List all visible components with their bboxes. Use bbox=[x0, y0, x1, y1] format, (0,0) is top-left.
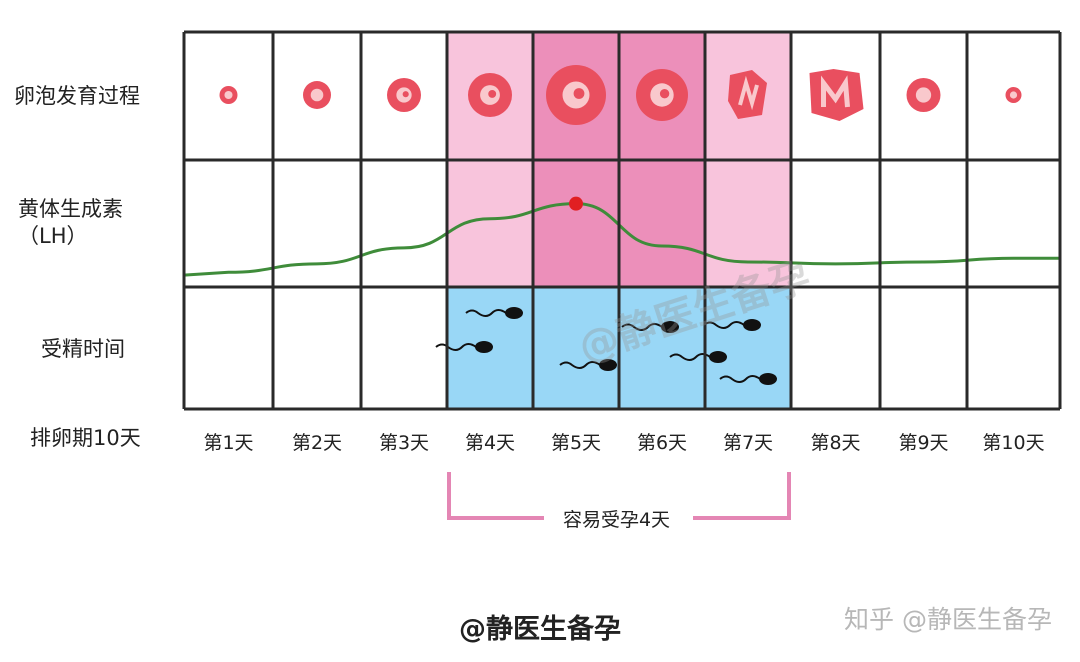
sperm-head bbox=[505, 307, 523, 319]
sperm-tail bbox=[435, 343, 477, 351]
bracket-right-line bbox=[693, 516, 787, 520]
fertile-window-label: 容易受孕4天 bbox=[544, 505, 689, 532]
follicle-nucleus bbox=[488, 89, 497, 98]
follicle-inner bbox=[310, 88, 324, 102]
sperm-tail bbox=[559, 361, 601, 369]
follicle-day-1 bbox=[219, 86, 238, 104]
sperm-tail bbox=[703, 321, 745, 329]
sperm-5 bbox=[703, 319, 761, 331]
day-label-5: 第5天 bbox=[550, 432, 602, 454]
follicle-nucleus bbox=[659, 89, 670, 99]
day-label-3: 第3天 bbox=[378, 432, 430, 454]
sperm-tail bbox=[465, 309, 507, 317]
day-label-10: 第10天 bbox=[982, 432, 1045, 454]
bracket-left-line bbox=[451, 516, 545, 520]
sperm-head bbox=[759, 373, 777, 385]
fertile-blue-band-day-5 bbox=[533, 287, 619, 409]
day-label-2: 第2天 bbox=[291, 432, 343, 454]
sperm-7 bbox=[719, 373, 777, 385]
sperm-4 bbox=[621, 321, 679, 333]
sperm-2 bbox=[435, 341, 493, 353]
day-label-8: 第8天 bbox=[810, 432, 861, 454]
follicle-nucleus bbox=[573, 88, 585, 99]
follicle-day-9 bbox=[906, 78, 941, 112]
follicle-day-3 bbox=[387, 78, 421, 112]
follicle-day-5 bbox=[546, 65, 606, 125]
footer-signature: @静医生备孕 bbox=[459, 614, 621, 645]
corpus-luteum-fold bbox=[821, 75, 850, 108]
follicle-day-2 bbox=[303, 81, 331, 109]
fertile-window-bracket bbox=[447, 472, 791, 520]
sperm-head bbox=[743, 319, 761, 331]
corner-watermark: 知乎 @静医生备孕 bbox=[844, 605, 1052, 634]
sperm-tail bbox=[669, 353, 711, 361]
follicle-day-8 bbox=[809, 69, 864, 121]
follicle-day-4 bbox=[468, 73, 512, 117]
row-label-follicle: 卵泡发育过程 bbox=[14, 84, 140, 108]
sperm-tail bbox=[621, 323, 663, 331]
follicle-inner bbox=[1009, 91, 1018, 99]
sperm-tail bbox=[719, 375, 761, 383]
sperm-6 bbox=[669, 351, 727, 363]
follicle-day-10 bbox=[1005, 87, 1022, 103]
sperm-3 bbox=[559, 359, 617, 371]
day-label-7: 第7天 bbox=[722, 432, 774, 454]
follicle-rupture bbox=[738, 75, 759, 111]
ovulation-grid bbox=[182, 30, 1062, 411]
row-label-sperm: 受精时间 bbox=[41, 337, 125, 361]
day-label-6: 第6天 bbox=[636, 432, 688, 454]
lh-peak-dot bbox=[569, 196, 583, 211]
fertile-blue-band-day-6 bbox=[619, 287, 705, 409]
row-label-lh: 黄体生成素 （LH） bbox=[18, 197, 123, 249]
day-label-9: 第9天 bbox=[898, 432, 949, 454]
follicle-row bbox=[219, 65, 1022, 125]
sperm-head bbox=[475, 341, 493, 353]
follicle-nucleus bbox=[402, 91, 409, 98]
follicle-day-7 bbox=[728, 70, 767, 119]
day-label-1: 第1天 bbox=[203, 432, 254, 454]
follicle-inner bbox=[224, 90, 233, 100]
sperm-1 bbox=[465, 307, 523, 319]
row-label-period: 排卵期10天 bbox=[30, 426, 141, 450]
grid-lines bbox=[182, 30, 1062, 411]
follicle-inner bbox=[915, 87, 932, 103]
sperm-row bbox=[435, 307, 777, 385]
day-label-4: 第4天 bbox=[464, 432, 516, 454]
follicle-day-6 bbox=[636, 69, 688, 121]
sperm-head bbox=[661, 321, 679, 333]
sperm-head bbox=[599, 359, 617, 371]
sperm-head bbox=[709, 351, 727, 363]
fertile-blue-band-day-7 bbox=[705, 287, 791, 409]
